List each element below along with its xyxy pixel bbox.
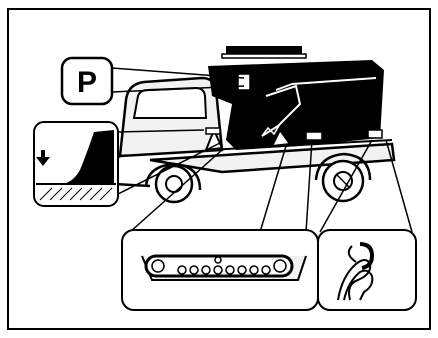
tie-point-rear bbox=[368, 130, 382, 138]
machine-post bbox=[238, 74, 250, 90]
cab-window bbox=[134, 88, 206, 118]
parking-sign-letter: P bbox=[77, 66, 97, 99]
machine-body bbox=[208, 60, 384, 150]
machine-roof bbox=[226, 46, 302, 54]
